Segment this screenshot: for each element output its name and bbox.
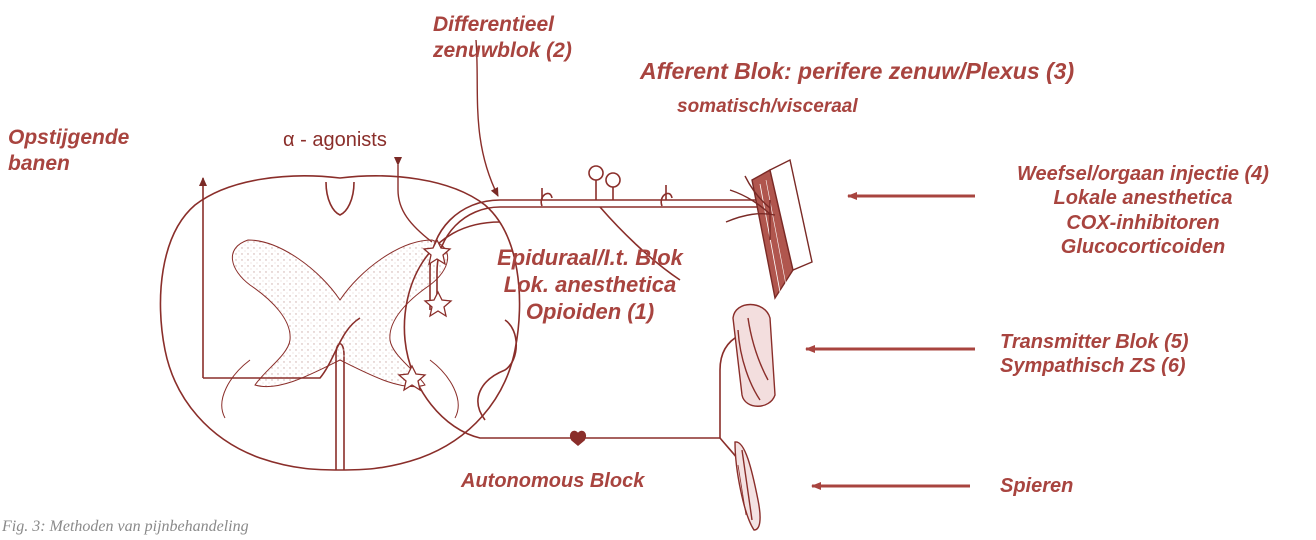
epidural-line-1: Epiduraal/I.t. Blok: [470, 245, 710, 272]
tissue-block: [726, 160, 812, 298]
tissue-line-1: Weefsel/orgaan injectie (4): [978, 162, 1308, 186]
muscle: [735, 442, 760, 530]
tissue-line-3: COX-inhibitoren: [978, 211, 1308, 235]
somatic-visceral-label: somatisch/visceraal: [677, 97, 858, 116]
transmitter-line-1: Transmitter Blok (5): [1000, 330, 1189, 354]
ascending-pathways-label: Opstijgende banen: [8, 125, 129, 176]
ascending-line-1: Opstijgende: [8, 125, 129, 151]
afferent-block-label: Afferent Blok: perifere zenuw/Plexus (3): [640, 60, 1074, 83]
vessel: [733, 305, 775, 407]
transmitter-line-2: Sympathisch ZS (6): [1000, 354, 1189, 378]
epidural-line-3: Opioiden (1): [470, 299, 710, 326]
spinal-cord: [160, 176, 519, 470]
tissue-line-4: Glucocorticoiden: [978, 235, 1308, 259]
differential-line-2: zenuwblok (2): [433, 38, 572, 64]
differential-line-1: Differentieel: [433, 12, 572, 38]
differential-block-label: Differentieel zenuwblok (2): [433, 12, 572, 63]
autonomous-block-label: Autonomous Block: [461, 471, 644, 491]
epidural-block-label: Epiduraal/I.t. Blok Lok. anesthetica Opi…: [470, 245, 710, 325]
alpha-agonists-label: α - agonists: [283, 130, 387, 150]
tissue-line-2: Lokale anesthetica: [978, 186, 1308, 210]
muscles-label: Spieren: [1000, 476, 1073, 496]
epidural-line-2: Lok. anesthetica: [470, 272, 710, 299]
figure-caption: Fig. 3: Methoden van pijnbehandeling: [2, 518, 249, 536]
ascending-line-2: banen: [8, 151, 129, 177]
tissue-injection-label: Weefsel/orgaan injectie (4) Lokale anest…: [978, 162, 1308, 260]
transmitter-block-label: Transmitter Blok (5) Sympathisch ZS (6): [1000, 330, 1189, 379]
